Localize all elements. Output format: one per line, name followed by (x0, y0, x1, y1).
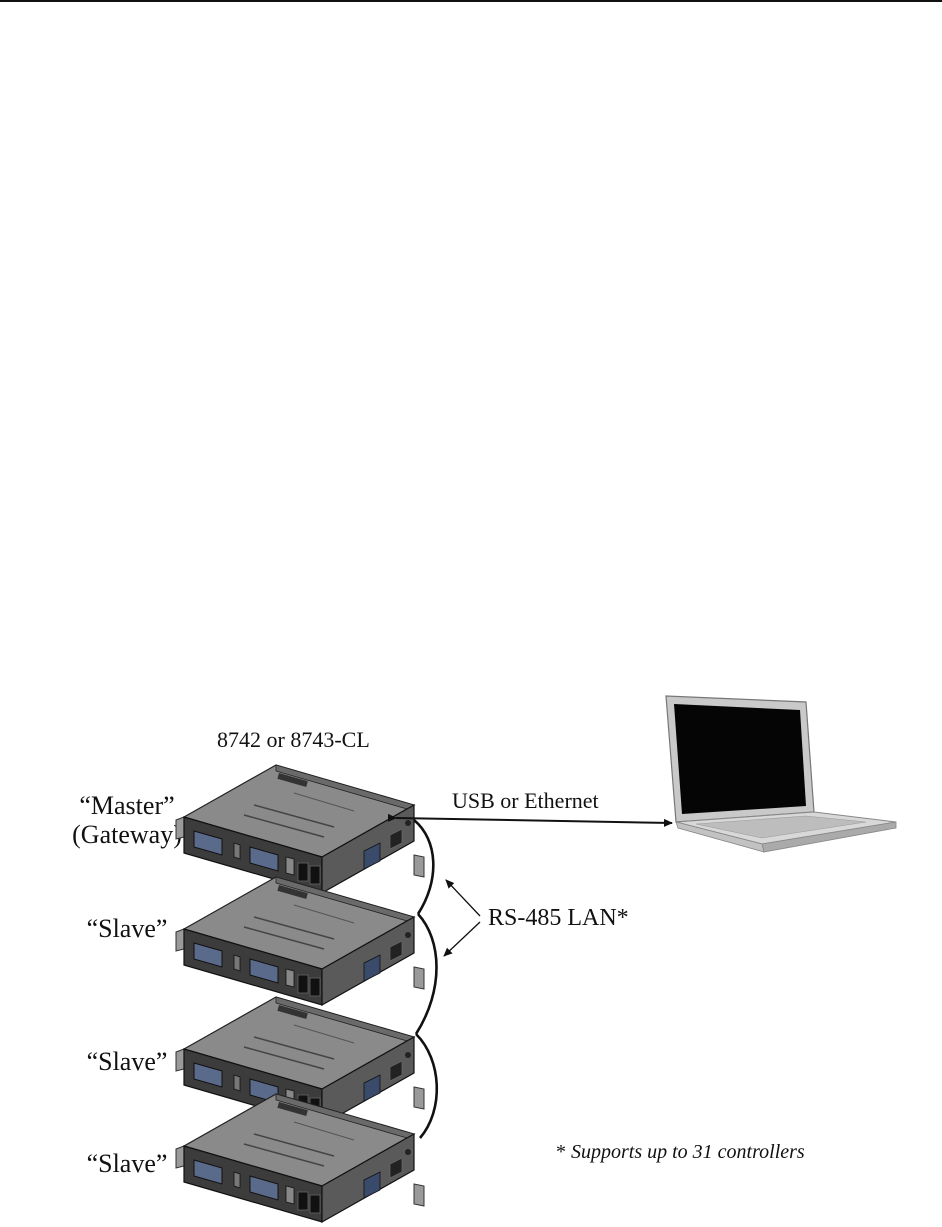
slave-label-2: “Slave” (86, 1047, 168, 1076)
slave-controller-device-1 (175, 876, 425, 1006)
rs485-cable-3 (415, 1033, 439, 1139)
slave-controller-device-3 (175, 1093, 425, 1223)
master-title: “Master” (79, 791, 175, 820)
usb-ethernet-label: USB or Ethernet (452, 788, 599, 813)
slave-label-1: “Slave” (86, 914, 168, 943)
usb-ethernet-arrow (387, 813, 673, 827)
model-label: 8742 or 8743-CL (217, 727, 370, 752)
footnote-marker: * (556, 1141, 566, 1163)
rs485-lan-label: RS-485 LAN* (488, 905, 629, 931)
top-border-line (0, 0, 942, 2)
footnote: * Supports up to 31 controllers (556, 1141, 805, 1163)
master-subtitle: (Gateway) (72, 819, 182, 849)
slave-label-3: “Slave” (86, 1149, 168, 1178)
footnote-text: Supports up to 31 controllers (571, 1141, 805, 1163)
rs485-pointer-arrow-up (445, 879, 481, 917)
master-label: “Master” (Gateway) (52, 791, 202, 849)
master-controller-device (175, 764, 425, 894)
rs485-pointer-arrow-down (443, 921, 481, 957)
laptop-computer (665, 695, 897, 853)
rs485-cable-1 (413, 819, 435, 915)
rs485-cable-2 (414, 913, 438, 1035)
